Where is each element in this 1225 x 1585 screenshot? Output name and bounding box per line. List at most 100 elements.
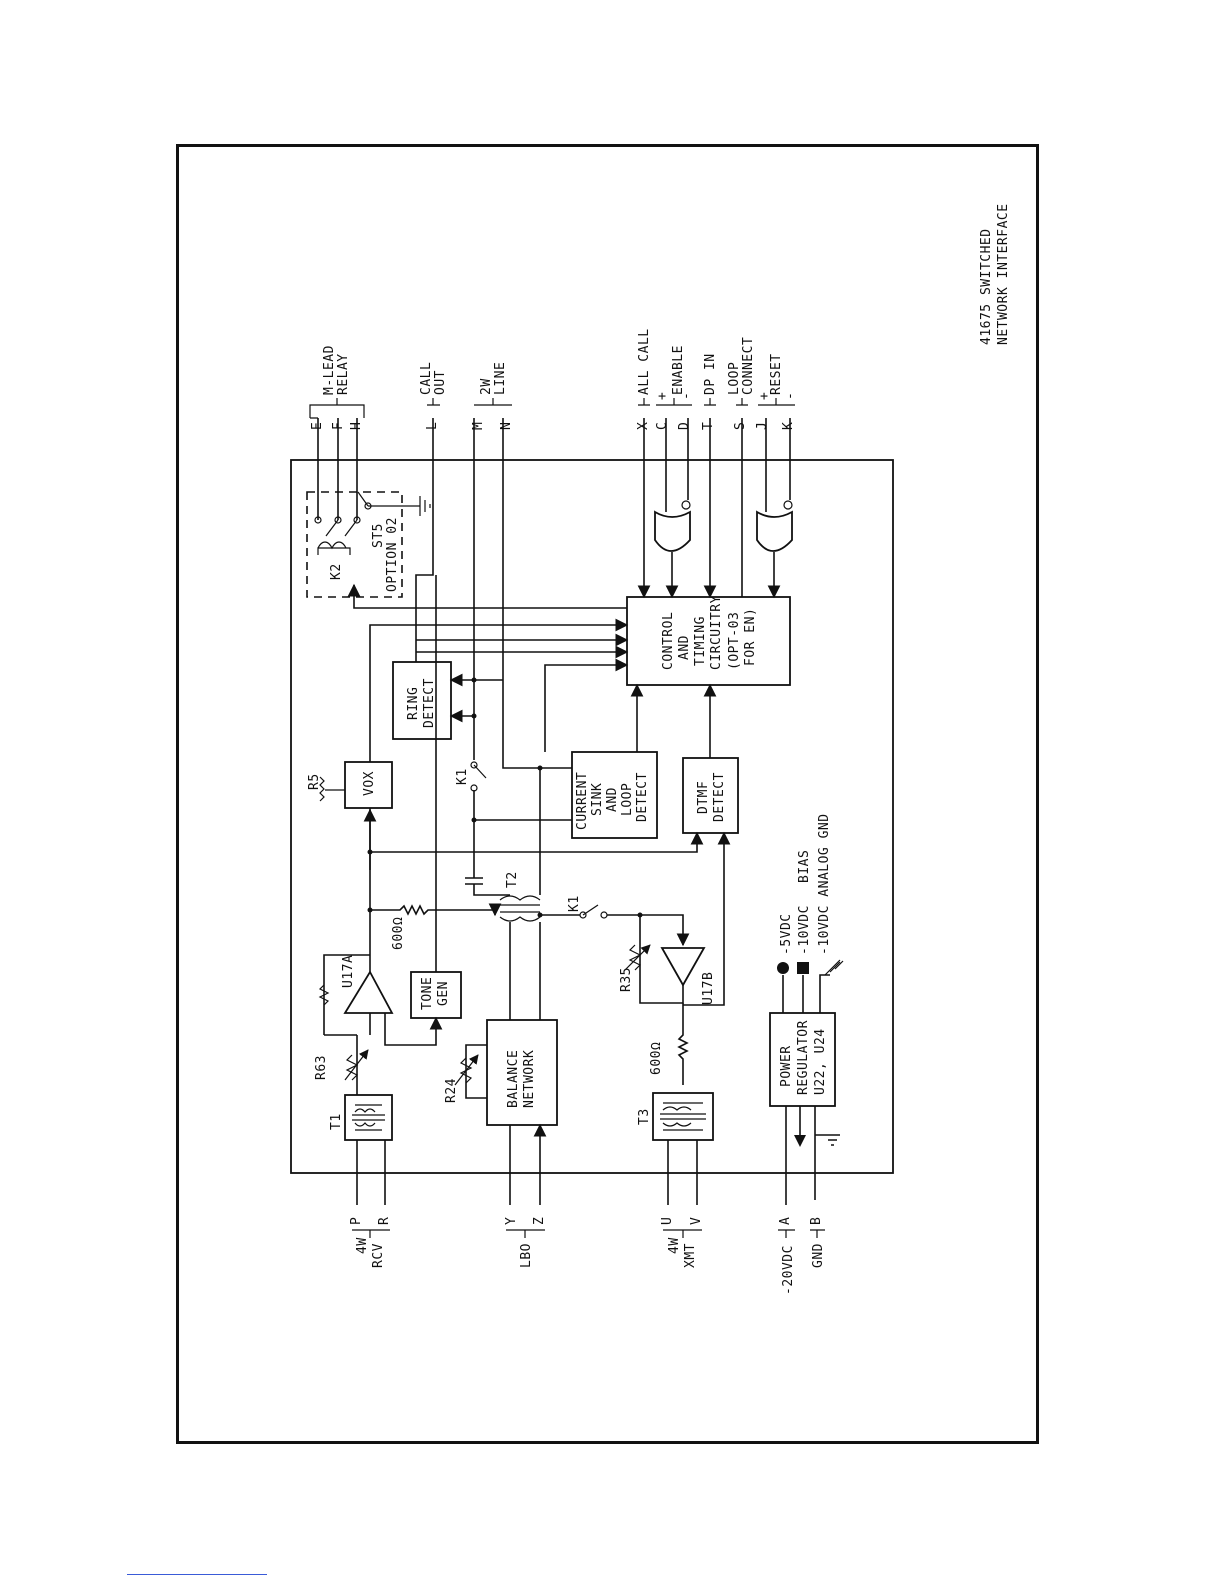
bracket-lbo — [506, 1229, 545, 1238]
label-k2: K2 — [329, 563, 344, 580]
wire-xmt — [667, 1140, 698, 1205]
relay-k2-arms — [325, 491, 369, 537]
label-2w: 2W — [479, 378, 494, 395]
label-minus5vdc: -5VDC — [779, 913, 794, 955]
label-detect2: DETECT — [635, 772, 650, 822]
label-option-02: OPTION 02 — [385, 517, 400, 592]
label-opt03: (OPT-03 — [727, 612, 742, 670]
label-4w-rcv: 4W — [355, 1237, 370, 1254]
label-reset: RESET — [769, 353, 784, 395]
wire-tone-gen-input — [384, 1013, 443, 1046]
page-title-line2: NETWORK INTERFACE — [996, 203, 1011, 345]
node — [471, 817, 477, 823]
node — [537, 765, 543, 771]
label-regulator: REGULATOR — [796, 1020, 811, 1095]
label-u17a: U17A — [341, 955, 356, 988]
wire-mlead — [317, 418, 358, 520]
terminal-a: A — [778, 1217, 793, 1225]
label-detect3: DETECT — [712, 772, 727, 822]
label-balance: BALANCE — [506, 1050, 521, 1108]
nor-gate-reset — [756, 510, 793, 552]
amplifier-u17a — [343, 970, 394, 1014]
wire-r35-feedback — [639, 915, 684, 1004]
label-loop: LOOP — [727, 362, 742, 395]
relay-k2-coil — [317, 541, 351, 555]
resistor-r35 — [628, 944, 642, 971]
wire-reset-in — [765, 418, 791, 512]
terminal-u: U — [660, 1217, 675, 1225]
label-detect: DETECT — [422, 678, 437, 728]
inverter-bubble-enable — [681, 500, 691, 510]
terminal-n: N — [499, 422, 514, 430]
wire-k1-u17b — [607, 914, 690, 947]
vox-block — [344, 761, 393, 809]
label-st5: ST5 — [371, 523, 386, 548]
control-timing-label: CONTROL AND TIMING CIRCUITRY (OPT-03 FOR… — [661, 595, 758, 670]
label-plus-reset: + — [757, 392, 772, 400]
symbol-power-ground — [794, 1135, 806, 1147]
label-circuitry: CIRCUITRY — [709, 595, 724, 670]
label-sink: SINK — [590, 783, 605, 816]
label-network: NETWORK — [522, 1050, 537, 1108]
ring-detect-block — [392, 661, 452, 740]
node — [367, 849, 373, 855]
label-600-bottom: 600Ω — [649, 1042, 664, 1075]
node — [471, 677, 477, 683]
label-rcv: RCV — [371, 1243, 386, 1268]
k1b-switch-arm — [582, 904, 599, 916]
terminal-d: D — [677, 422, 692, 430]
bracket-minus20 — [778, 1229, 795, 1238]
label-t2: T2 — [505, 871, 520, 888]
label-minus10vdc: -10VDC — [797, 905, 812, 955]
k1b-contact-left — [579, 911, 587, 919]
label-t3: T3 — [637, 1108, 652, 1125]
r63-wiper — [344, 1049, 369, 1081]
tone-gen-block — [410, 971, 462, 1019]
hyperlink-underline[interactable] — [127, 1574, 267, 1575]
label-gen: GEN — [436, 981, 451, 1006]
option-02-block: OPTION 02 K2 ST5 — [306, 491, 431, 598]
wire-rcv — [356, 1140, 386, 1205]
top-terminals: E F H M-LEAD RELAY L CALL OUT M N 2W LIN… — [309, 328, 798, 430]
wire-power-input — [799, 1106, 840, 1200]
terminal-m: M — [471, 422, 486, 430]
resistor-600-top — [370, 904, 495, 916]
label-u22-u24: U22, U24 — [813, 1028, 828, 1095]
bracket-call-out — [427, 398, 440, 406]
label-bias: BIAS — [797, 850, 812, 883]
label-enable: ENABLE — [671, 345, 686, 395]
bracket-enable — [656, 398, 692, 406]
option-02-box — [306, 491, 403, 598]
wire-power-outputs — [782, 974, 830, 1013]
bracket-2w-line — [474, 398, 512, 406]
wire-n — [502, 418, 572, 769]
label-k1-bottom: K1 — [567, 895, 582, 912]
transformer-t1-core — [352, 1104, 385, 1131]
terminal-c: C — [655, 422, 670, 430]
node — [471, 713, 477, 719]
terminal-j: J — [755, 422, 770, 430]
wiring: K1 R5 600Ω T2 K1 U17B — [307, 418, 844, 1200]
wire-vox-dtmf — [370, 831, 704, 853]
bracket-rcv — [352, 1229, 390, 1238]
label-plus-enable: + — [655, 392, 670, 400]
label-control: CONTROL — [661, 612, 676, 670]
wire-u17a-in — [324, 1013, 371, 1036]
label-loop2: LOOP — [620, 783, 635, 816]
transformer-t2 — [499, 895, 541, 922]
r35-wiper — [624, 944, 651, 971]
label-timing: TIMING — [693, 616, 708, 666]
label-t1: T1 — [329, 1113, 344, 1130]
label-and: AND — [677, 635, 692, 660]
wire-vox-control — [369, 618, 629, 762]
capacitor-t2 — [465, 870, 510, 896]
nor-gate-enable — [654, 510, 691, 552]
label-4w-xmt: 4W — [667, 1237, 682, 1254]
bracket-all-call — [638, 398, 650, 406]
bracket-mlead — [309, 398, 365, 419]
label-connect: CONNECT — [741, 337, 756, 395]
label-k1-top: K1 — [455, 768, 470, 785]
page-title: 41675 SWITCHED NETWORK INTERFACE — [979, 203, 1011, 345]
bracket-xmt — [663, 1229, 702, 1238]
